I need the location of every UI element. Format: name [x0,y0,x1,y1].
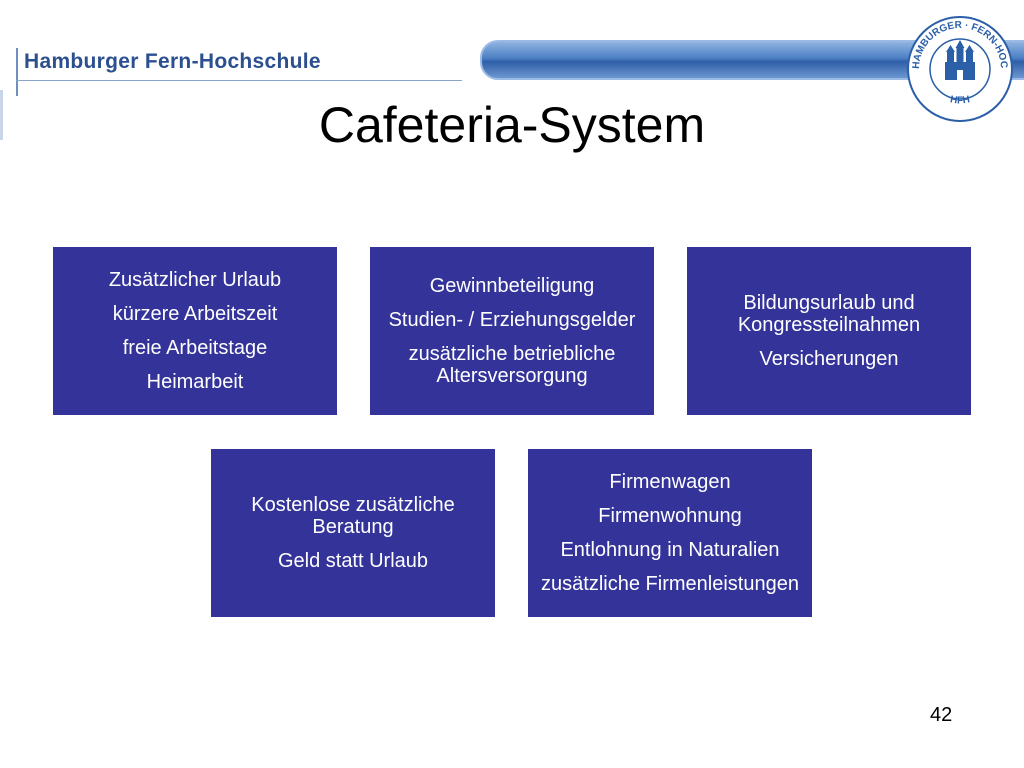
box-line: Bildungsurlaub und Kongressteilnahmen [737,292,921,336]
box-line: Heimarbeit [146,371,244,393]
box-line: Gewinnbeteiligung [429,275,595,297]
box-line: kürzere Arbeitszeit [112,303,278,325]
institution-name: Hamburger Fern-Hochschule [24,50,321,73]
box-line: Zusätzlicher Urlaub [108,269,282,291]
benefit-box-time: Zusätzlicher Urlaub kürzere Arbeitszeit … [53,247,337,415]
box-line: Kostenlose zusätzliche Beratung [251,494,455,538]
box-line: zusätzliche betriebliche Altersversorgun… [408,343,616,387]
slide-title: Cafeteria-System [318,97,706,153]
box-line: freie Arbeitstage [122,337,268,359]
header-horizontal-rule [16,80,462,81]
left-edge-strip [0,90,3,140]
box-line: zusätzliche Firmenleistungen [541,573,799,595]
page-number: 42 [930,704,953,726]
box-line: Geld statt Urlaub [277,550,429,572]
hfh-seal-logo: HAMBURGER · FERN-HOCHSCHULE · HFH [901,6,1015,124]
benefit-box-financial: Gewinnbeteiligung Studien- / Erziehungsg… [370,247,654,415]
box-line: Versicherungen [759,348,899,370]
box-line: Entlohnung in Naturalien [560,539,780,561]
header-vertical-rule [16,48,18,96]
seal-text-bottom: HFH [949,94,970,106]
castle-icon [945,40,975,80]
box-line: Firmenwohnung [598,505,742,527]
box-line: Studien- / Erziehungsgelder [388,309,636,331]
hfh-seal-icon: HAMBURGER · FERN-HOCHSCHULE · HFH [901,6,1013,122]
benefit-box-education: Bildungsurlaub und Kongressteilnahmen Ve… [687,247,971,415]
box-line: Firmenwagen [609,471,731,493]
benefit-box-consulting: Kostenlose zusätzliche Beratung Geld sta… [211,449,495,617]
benefit-box-company: Firmenwagen Firmenwohnung Entlohnung in … [528,449,812,617]
